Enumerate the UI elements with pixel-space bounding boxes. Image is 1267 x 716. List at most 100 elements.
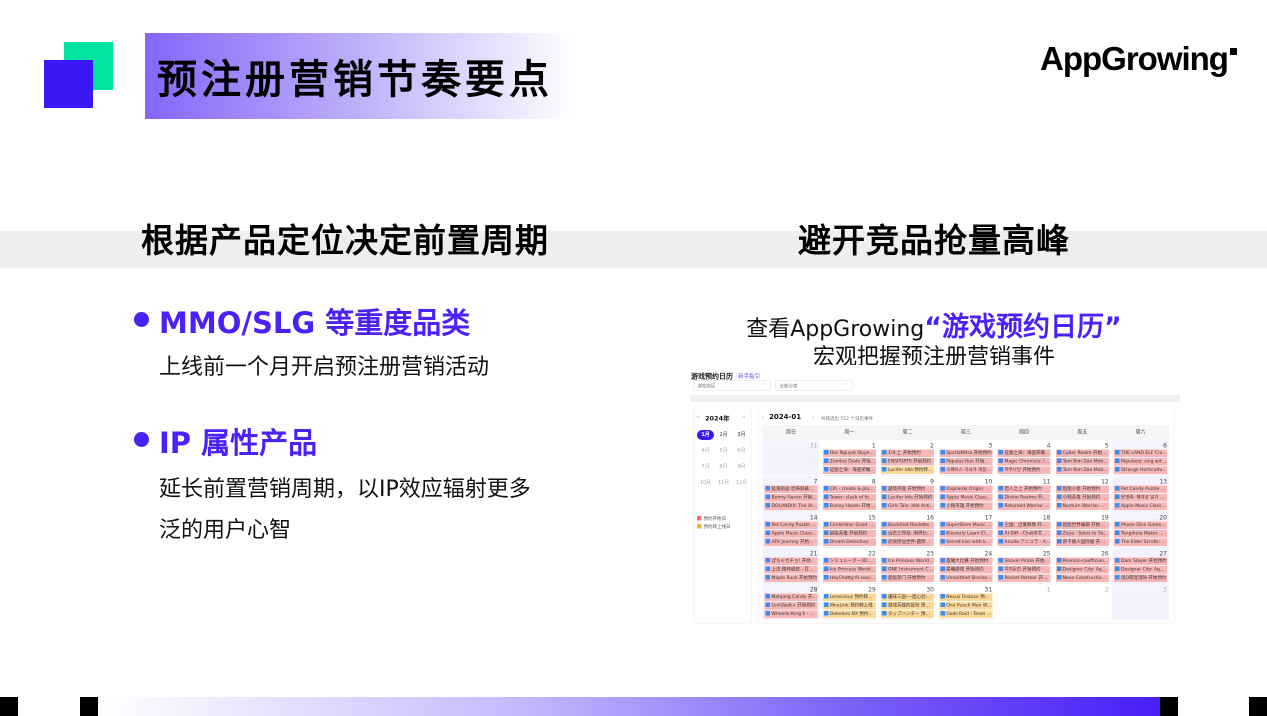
month-9[interactable]: 9月 xyxy=(737,464,746,470)
calendar-event[interactable]: シミュレーター3D 不... xyxy=(822,557,876,565)
calendar-event[interactable]: 越境英雄 开始预约 xyxy=(881,485,934,493)
calendar-event[interactable]: Girls Tale: Idle Action... xyxy=(881,502,934,510)
more-events-link[interactable]: 还有13项 xyxy=(822,475,876,476)
more-events-link[interactable]: 还有42项 xyxy=(939,547,993,548)
more-events-link[interactable]: 还有40项 xyxy=(881,583,934,584)
calendar-event[interactable]: Debolero NX 预约转... xyxy=(822,610,876,618)
more-events-link[interactable]: 还有25项 xyxy=(1114,583,1167,584)
calendar-event[interactable]: 尘国：启蒙群像 开始... xyxy=(997,521,1051,529)
more-events-link[interactable]: 还有11项 xyxy=(939,619,993,620)
calendar-event[interactable]: Lucifer Idle:预约转上线 xyxy=(881,466,934,474)
category-select[interactable]: 全部分类 xyxy=(775,380,853,391)
more-events-link[interactable]: 还有34项 xyxy=(939,583,993,584)
calendar-event[interactable]: Nocturn Warrior 开始... xyxy=(1055,502,1109,510)
calendar-event[interactable]: 小贱英雄 开始预约 xyxy=(1055,494,1109,502)
calendar-event[interactable]: ONE Instrument Crea... xyxy=(881,566,934,574)
calendar-event[interactable]: 远古三界劫: 明界Ecstat... xyxy=(881,530,934,538)
prev-month-icon[interactable]: ‹ xyxy=(762,414,765,421)
calendar-event[interactable]: Wheelie King 6 - Mot... xyxy=(764,610,818,618)
calendar-event[interactable]: Lensicious 预约转上线 xyxy=(822,593,876,601)
more-events-link[interactable]: 还有25项 xyxy=(764,619,818,620)
more-events-link[interactable]: 还有14项 xyxy=(881,511,934,512)
calendar-event[interactable]: Phone Dice Game - ... xyxy=(1114,521,1167,529)
more-events-link[interactable]: 还有11项 xyxy=(997,475,1051,476)
calendar-event[interactable]: タップハンター 预约... xyxy=(881,610,934,618)
more-events-link[interactable]: 还有13项 xyxy=(1055,511,1109,512)
calendar-event[interactable]: 现Q萌宠消除 开始预约 xyxy=(1114,574,1167,582)
calendar-event[interactable]: 운명록: 재야상 일기 이... xyxy=(1114,494,1167,502)
calendar-event[interactable]: 저주나인 开始预约 xyxy=(997,466,1051,474)
calendar-event[interactable]: Strange Horticulture... xyxy=(1114,466,1167,474)
calendar-event[interactable]: Apple Music Classical... xyxy=(764,530,818,538)
calendar-event[interactable]: Shovel Pirate 开始预约 xyxy=(997,557,1051,565)
month-6[interactable]: 6月 xyxy=(737,448,746,454)
calendar-event[interactable]: Returned Warrior RP... xyxy=(997,502,1051,510)
month-3[interactable]: 3月 xyxy=(737,432,746,438)
next-year-icon[interactable]: » xyxy=(742,413,746,420)
calendar-event[interactable]: Cyber Realm 开始预约 xyxy=(1055,449,1109,457)
calendar-event[interactable]: 游戏英雄的冒险 预约... xyxy=(881,602,934,610)
calendar-event[interactable]: Lucifer Idle 开始预约 xyxy=(881,494,934,502)
calendar-event[interactable]: 스페이스 기사가 개봉... xyxy=(939,466,993,474)
month-11[interactable]: 11月 xyxy=(717,480,730,486)
calendar-event[interactable]: Designer City: Aquati... xyxy=(1055,566,1109,574)
more-events-link[interactable]: 还有4项 xyxy=(822,547,876,548)
calendar-event[interactable]: 新千路人国际服 开始预约 xyxy=(1055,538,1109,546)
calendar-day[interactable]: 2 xyxy=(1053,584,1112,620)
month-12[interactable]: 12月 xyxy=(735,480,748,486)
calendar-event[interactable]: Pocket Partner 开始... xyxy=(997,574,1051,582)
calendar-event[interactable]: 1/4:上 开始预约 xyxy=(881,449,934,457)
calendar-event[interactable]: Divine Realms 开始预约 xyxy=(997,494,1051,502)
month-10[interactable]: 10月 xyxy=(699,480,712,486)
more-events-link[interactable]: 还有32项 xyxy=(997,547,1051,548)
calendar-event[interactable]: 猛鬼宿舍:恐怖屏蔽卡牌... xyxy=(764,485,818,493)
month-7[interactable]: 7月 xyxy=(701,464,710,470)
calendar-event[interactable]: 上古:精神蜕皮 - 打工谋... xyxy=(764,566,818,574)
month-4[interactable]: 4月 xyxy=(701,448,710,454)
calendar-event[interactable]: 晨曦游戏 开始预约 xyxy=(939,566,993,574)
calendar-event[interactable]: 猎人之上 开始预约 xyxy=(997,485,1051,493)
region-select[interactable]: 游戏地区 xyxy=(693,380,771,391)
calendar-event[interactable]: Tam Kim Dao Mobil... xyxy=(1055,458,1109,466)
more-events-link[interactable]: 还有8项 xyxy=(939,475,993,476)
calendar-day[interactable]: 3 xyxy=(1111,584,1170,620)
calendar-event[interactable]: AFK Journey 开始预约 xyxy=(764,538,818,546)
calendar-event[interactable]: Ice Princess World Ca... xyxy=(881,557,934,565)
calendar-event[interactable]: Zombie Dude 开始预约 xyxy=(822,458,876,466)
calendar-event[interactable]: Klavierly Learn Classic... xyxy=(939,530,993,538)
calendar-event[interactable]: 征服之海：海盗荣耀... xyxy=(822,466,876,474)
calendar-event[interactable]: One Punch Man Worl... xyxy=(939,602,993,610)
calendar-event[interactable]: Bunny Haven 开始预约 xyxy=(764,494,818,502)
calendar-event[interactable]: Neon Construction G... xyxy=(1055,574,1109,582)
more-events-link[interactable]: 还有3项 xyxy=(1114,547,1167,548)
calendar-day[interactable]: 1 xyxy=(995,584,1053,620)
more-events-link[interactable]: 还有7项 xyxy=(764,583,818,584)
calendar-event[interactable]: 超级黑门 开始预约 xyxy=(881,574,934,582)
calendar-event[interactable]: WeeLink 预约转上线 xyxy=(822,602,876,610)
calendar-event[interactable]: SuperStore Music si... xyxy=(939,521,993,529)
guide-link[interactable]: 新手指引 xyxy=(738,373,760,380)
calendar-event[interactable]: LinkVault+ 开始预约 xyxy=(764,602,818,610)
calendar-event[interactable]: Pearson-coefficient ... xyxy=(1055,557,1109,565)
calendar-event[interactable]: Hac Nguyet Quyen Th... xyxy=(822,449,876,457)
calendar-event[interactable]: 디지몬전 开始预约 xyxy=(997,566,1051,574)
calendar-event[interactable]: Tangihula Maker 开始... xyxy=(1114,530,1167,538)
calendar-event[interactable]: Apple Music Classical... xyxy=(939,494,993,502)
month-1[interactable]: 1月 xyxy=(697,430,714,440)
